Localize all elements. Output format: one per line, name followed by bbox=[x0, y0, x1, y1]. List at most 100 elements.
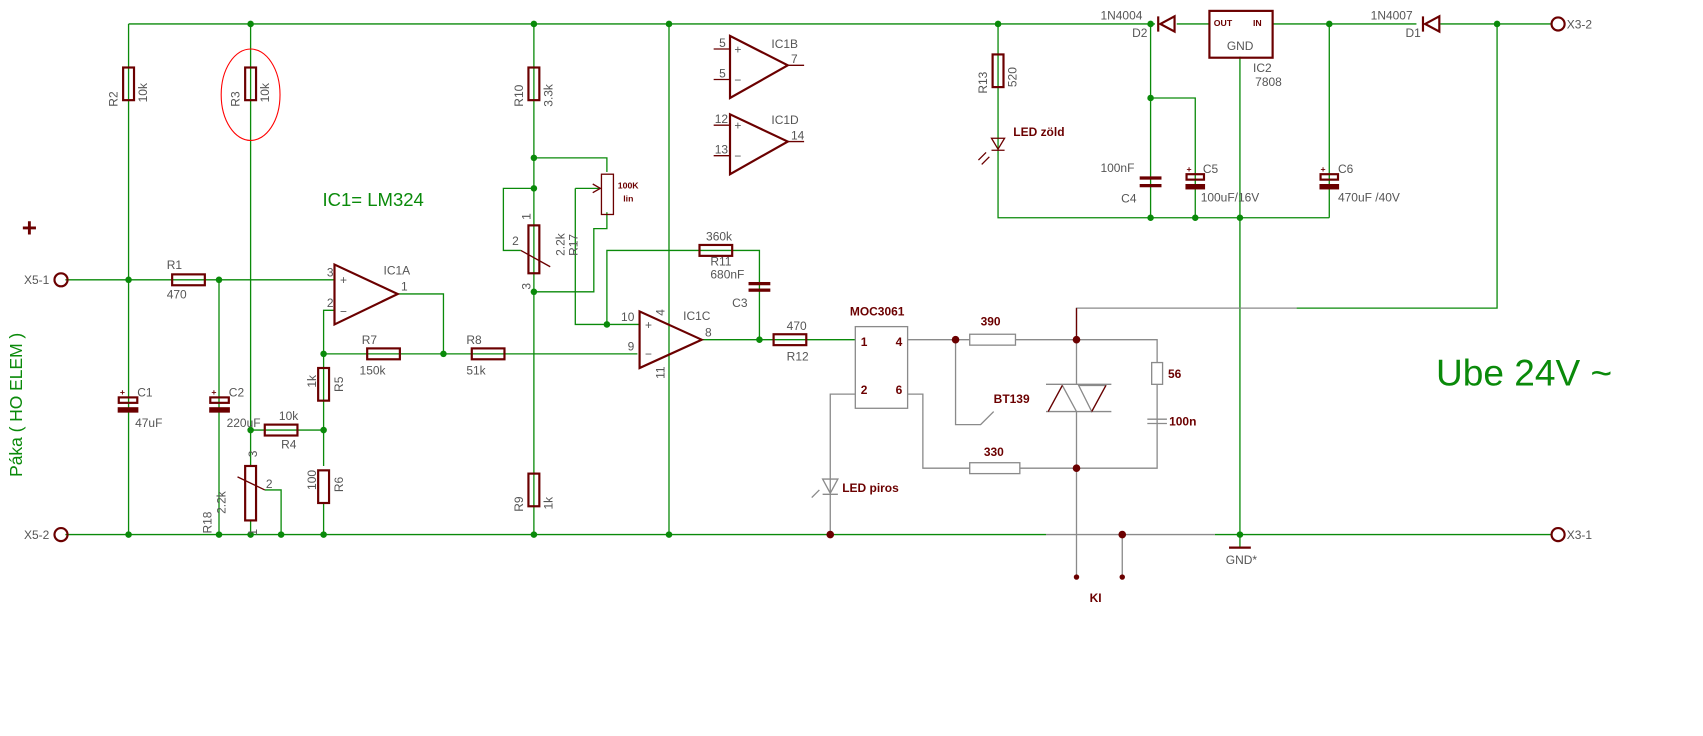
opamp-ic1b: +− 5 5 7 IC1B bbox=[719, 34, 798, 100]
component-label: − bbox=[734, 149, 741, 163]
component-label: + bbox=[645, 318, 652, 332]
component-label: 10k bbox=[279, 409, 298, 423]
component-label: + bbox=[1187, 164, 1192, 174]
resistor-r11: 360k R11 bbox=[698, 230, 734, 269]
component-label: R11 bbox=[710, 255, 731, 269]
ki-label: KI bbox=[1090, 591, 1102, 605]
resistor-r1: R1 470 bbox=[167, 258, 206, 301]
component-label: 3 bbox=[246, 450, 260, 457]
resistor-r12: 470 R12 bbox=[772, 319, 809, 363]
resistor-r6: 100 R6 bbox=[305, 469, 346, 505]
component-label: 14 bbox=[791, 128, 805, 142]
component-label: 470 bbox=[167, 287, 187, 301]
component-label: LED zöld bbox=[1013, 125, 1064, 139]
component-label: 2.2k bbox=[215, 491, 229, 514]
resistor-r13: R13 520 bbox=[976, 53, 1020, 94]
component-label: R13 bbox=[976, 71, 990, 93]
connector-label: X5-1 bbox=[24, 273, 50, 287]
component-label: D1 bbox=[1406, 26, 1422, 40]
connector-x3-2[interactable]: X3-2 bbox=[1550, 16, 1593, 32]
component-label: + bbox=[1321, 164, 1326, 174]
component-label: 12 bbox=[715, 112, 729, 126]
connector-label: X3-2 bbox=[1567, 17, 1593, 31]
component-label: 9 bbox=[628, 340, 635, 354]
opamp-ic1a: +− 3 2 1 IC1A bbox=[327, 262, 411, 327]
component-label: 1 bbox=[520, 213, 534, 220]
component-label: 1 bbox=[246, 529, 260, 536]
connector-x5-2[interactable]: X5-2 bbox=[24, 526, 69, 543]
component-label: R6 bbox=[332, 476, 346, 492]
component-label: 520 bbox=[1006, 67, 1020, 87]
capacitor-c5: + C5 100uF/16V bbox=[1185, 162, 1259, 204]
resistor-56: 56 bbox=[1151, 361, 1182, 385]
ground-symbol: GND* bbox=[1226, 546, 1258, 567]
component-label: R17 bbox=[566, 234, 580, 256]
component-label: 2 bbox=[266, 477, 273, 491]
component-label: C4 bbox=[1121, 192, 1137, 206]
connector-label: X3-1 bbox=[1567, 528, 1593, 542]
connector-x5-1[interactable]: X5-1 bbox=[24, 272, 69, 288]
component-label: 2 bbox=[512, 234, 519, 248]
component-label: 1 bbox=[861, 335, 868, 349]
component-label: − bbox=[734, 73, 741, 87]
component-label: 100uF/16V bbox=[1201, 190, 1260, 204]
resistor-r9: R9 1k bbox=[512, 472, 555, 512]
paka-label: Páka ( HO ELEM ) bbox=[6, 333, 26, 477]
triac-bt139: BT139 bbox=[994, 383, 1112, 413]
resistor-r5: 1k R5 bbox=[305, 366, 346, 402]
potentiometer-r17[interactable]: 1 2 3 2.2k R17 bbox=[512, 213, 580, 290]
component-label: C1 bbox=[137, 385, 153, 399]
component-label: 1k bbox=[305, 375, 319, 388]
component-label: 390 bbox=[981, 315, 1001, 329]
component-label: 51k bbox=[466, 364, 485, 378]
component-label: 10k bbox=[136, 83, 150, 102]
component-label: 11 bbox=[654, 366, 668, 379]
resistor-390: 390 bbox=[969, 315, 1017, 346]
potentiometer-r18[interactable]: 3 2 1 R18 2.2k bbox=[200, 450, 272, 535]
component-label: 7808 bbox=[1255, 75, 1282, 89]
component-label: 4 bbox=[896, 335, 903, 349]
diode-d1: 1N4007 D1 bbox=[1371, 9, 1441, 40]
component-label: 2.2k bbox=[553, 233, 567, 256]
connector-x3-1[interactable]: X3-1 bbox=[1550, 526, 1593, 543]
resistor-r3: R3 10k bbox=[220, 48, 281, 141]
component-label: GND bbox=[1227, 39, 1254, 53]
component-label: 1 bbox=[401, 280, 408, 294]
component-label: C6 bbox=[1338, 162, 1354, 176]
potentiometer-100k[interactable]: 100K lin bbox=[592, 173, 640, 216]
component-label: 2 bbox=[861, 383, 868, 397]
component-label: IC1A bbox=[384, 263, 411, 277]
component-label: OUT bbox=[1214, 18, 1233, 28]
capacitor-100n: 100n bbox=[1147, 415, 1196, 429]
component-label: 10 bbox=[621, 310, 635, 324]
component-label: + bbox=[734, 42, 741, 56]
component-label: R18 bbox=[200, 511, 214, 533]
component-label: 10k bbox=[258, 83, 272, 102]
component-label: 100 bbox=[305, 470, 319, 490]
capacitor-c3: 680nF C3 bbox=[710, 268, 771, 310]
highlight-circle bbox=[220, 48, 281, 141]
component-label: 2 bbox=[327, 296, 334, 310]
component-label: − bbox=[645, 347, 652, 361]
component-label: R4 bbox=[281, 438, 297, 452]
regulator-ic2: OUT IN GND IC2 7808 bbox=[1208, 9, 1282, 89]
plus-sign: + bbox=[22, 212, 37, 242]
wires bbox=[65, 23, 1552, 578]
component-label: 3 bbox=[327, 266, 334, 280]
component-label: LED piros bbox=[842, 481, 899, 495]
capacitor-c2: + C2 220uF bbox=[209, 385, 261, 430]
component-label: 8 bbox=[705, 325, 712, 339]
component-label: 5 bbox=[719, 66, 726, 80]
component-label: R5 bbox=[332, 376, 346, 392]
resistor-r4: 10k R4 bbox=[263, 409, 299, 452]
resistor-r10: R10 3.3k bbox=[512, 66, 555, 107]
connector-label: X5-2 bbox=[24, 528, 50, 542]
component-label: + bbox=[340, 273, 347, 287]
component-label: C3 bbox=[732, 296, 748, 310]
component-label: 100n bbox=[1169, 415, 1196, 429]
gnd-label: GND* bbox=[1226, 553, 1258, 567]
component-label: 100nF bbox=[1100, 161, 1134, 175]
component-label: MOC3061 bbox=[850, 305, 905, 319]
component-label: 470uF /40V bbox=[1338, 190, 1400, 204]
